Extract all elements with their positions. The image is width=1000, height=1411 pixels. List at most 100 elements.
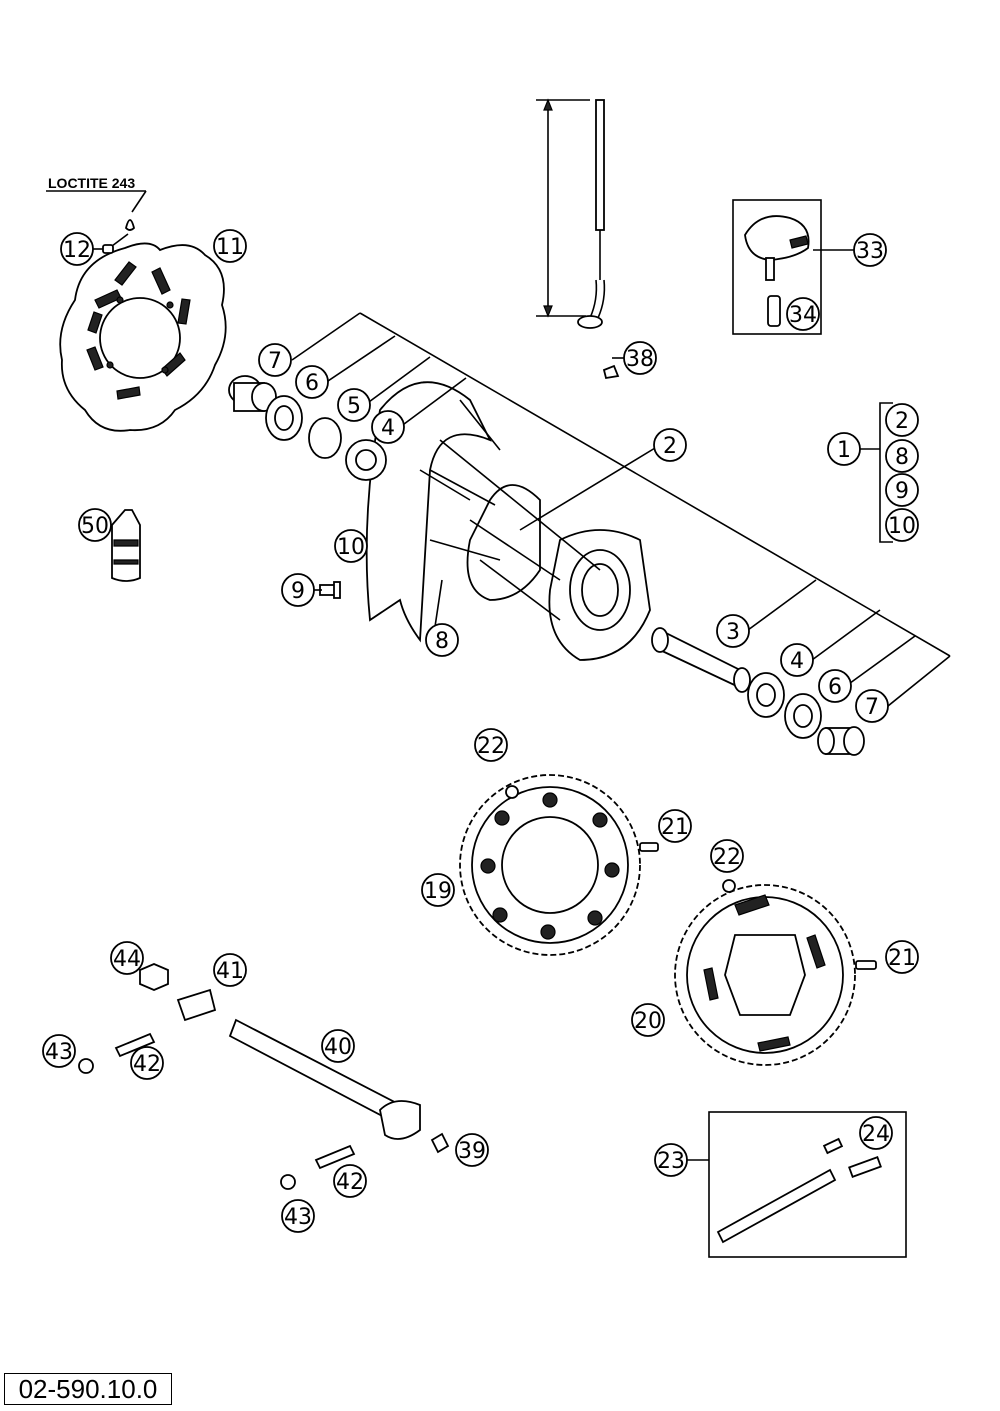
callout-33: 33 (853, 233, 887, 267)
callout-20: 20 (631, 1003, 665, 1037)
callout-21: 21 (658, 809, 692, 843)
rim-screw (319, 581, 341, 599)
svg-text:23: 23 (657, 1149, 685, 1174)
brake-disc (59, 242, 227, 432)
callout-7: 7 (855, 689, 889, 723)
document-code: 02-590.10.0 (4, 1373, 172, 1405)
svg-text:3: 3 (726, 620, 740, 645)
svg-text:1: 1 (837, 438, 851, 463)
callout-41: 41 (213, 953, 247, 987)
svg-text:33: 33 (856, 239, 884, 264)
svg-text:2: 2 (663, 434, 677, 459)
sprocket-20 (674, 884, 856, 1066)
callout-50: 50 (78, 508, 112, 542)
svg-text:10: 10 (888, 514, 916, 539)
svg-text:21: 21 (888, 946, 916, 971)
callout-43: 43 (42, 1034, 76, 1068)
kit-item: 10 (885, 508, 919, 542)
axle (228, 1018, 421, 1140)
svg-text:43: 43 (284, 1205, 312, 1230)
callout-42: 42 (130, 1046, 164, 1080)
svg-text:20: 20 (634, 1009, 662, 1034)
disc-bolt (102, 244, 114, 254)
chain-box (708, 1111, 907, 1258)
kit-item: 2 (885, 403, 919, 437)
callout-38: 38 (623, 341, 657, 375)
callout-6: 6 (818, 669, 852, 703)
svg-text:6: 6 (305, 371, 319, 396)
right-spacer (817, 726, 865, 756)
svg-text:6: 6 (828, 675, 842, 700)
axle-nut (139, 963, 169, 991)
callout-11: 11 (213, 229, 247, 263)
svg-text:22: 22 (713, 845, 741, 870)
callout-9: 9 (281, 573, 315, 607)
kit-item: 8 (885, 439, 919, 473)
adjuster-bolt-left (114, 1032, 156, 1058)
svg-text:42: 42 (336, 1170, 364, 1195)
chain (716, 1168, 837, 1244)
callout-12: 12 (60, 232, 94, 266)
svg-text:39: 39 (458, 1139, 486, 1164)
callout-5: 5 (337, 388, 371, 422)
svg-text:34: 34 (789, 303, 817, 328)
callout-34: 34 (786, 297, 820, 331)
spacer-tube (651, 627, 751, 693)
callout-8: 8 (425, 623, 459, 657)
callout-24: 24 (859, 1116, 893, 1150)
svg-text:43: 43 (45, 1040, 73, 1065)
svg-text:19: 19 (424, 879, 452, 904)
svg-text:12: 12 (63, 238, 91, 263)
chain-adjuster (176, 988, 217, 1022)
kit-item: 9 (885, 473, 919, 507)
svg-text:24: 24 (862, 1122, 890, 1147)
svg-text:4: 4 (790, 649, 804, 674)
callout-2: 2 (653, 428, 687, 462)
svg-text:9: 9 (291, 579, 305, 604)
callout-23: 23 (654, 1143, 688, 1177)
valve-box (732, 199, 822, 335)
callout-44: 44 (110, 941, 144, 975)
adjuster-bolt-right (314, 1144, 356, 1170)
svg-text:5: 5 (347, 394, 361, 419)
sprocket-19 (459, 774, 641, 956)
callout-40: 40 (321, 1029, 355, 1063)
callout-6: 6 (295, 365, 329, 399)
spoke-nipple (602, 364, 620, 380)
svg-text:2: 2 (895, 409, 909, 434)
svg-text:7: 7 (268, 349, 282, 374)
callout-21: 21 (885, 940, 919, 974)
svg-text:38: 38 (626, 347, 654, 372)
grease-tube (111, 509, 141, 582)
svg-text:9: 9 (895, 479, 909, 504)
svg-text:4: 4 (381, 416, 395, 441)
callout-3: 3 (716, 614, 750, 648)
svg-text:41: 41 (216, 959, 244, 984)
callout-22: 22 (474, 728, 508, 762)
svg-text:21: 21 (661, 815, 689, 840)
master-link (822, 1137, 882, 1178)
svg-text:50: 50 (81, 514, 109, 539)
svg-text:42: 42 (133, 1052, 161, 1077)
svg-text:40: 40 (324, 1035, 352, 1060)
callout-42: 42 (333, 1164, 367, 1198)
left-circlip (308, 417, 342, 459)
kit-bracket (879, 402, 893, 543)
loctite-drop (125, 219, 135, 231)
callout-19: 19 (421, 873, 455, 907)
adjuster-nut-left (78, 1058, 94, 1074)
svg-text:22: 22 (477, 734, 505, 759)
loctite-label: LOCTITE 243 (48, 175, 135, 191)
hub (359, 312, 951, 661)
callout-4: 4 (780, 643, 814, 677)
rim-lock (744, 215, 810, 327)
svg-text:10: 10 (337, 535, 365, 560)
callout-39: 39 (455, 1133, 489, 1167)
svg-text:8: 8 (895, 445, 909, 470)
svg-text:7: 7 (865, 695, 879, 720)
spoke (536, 98, 606, 329)
left-spacer (228, 375, 277, 412)
callout-10: 10 (334, 529, 368, 563)
